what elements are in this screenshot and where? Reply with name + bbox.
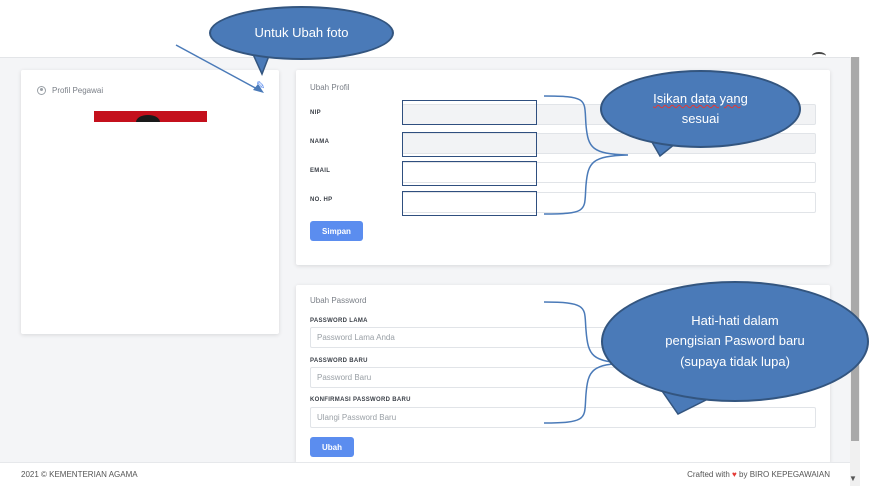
ubah-button[interactable]: Ubah <box>310 437 354 457</box>
password-lama-label: PASSWORD LAMA <box>310 318 368 324</box>
profile-form-title: Ubah Profil <box>310 83 350 92</box>
password-form-title: Ubah Password <box>310 296 367 305</box>
user-circle-icon <box>37 86 46 95</box>
profile-card-title: Profil Pegawai <box>52 86 104 95</box>
footer-credit-suffix: by BIRO KEPEGAWAIAN <box>739 470 830 479</box>
annotation-bubble-data: Isikan data yang sesuai <box>600 70 801 148</box>
annotation-box-no-hp <box>402 191 537 216</box>
scroll-down-arrow-icon[interactable]: ▼ <box>849 474 857 483</box>
annotation-box-nip <box>402 100 537 125</box>
annotation-password-text-line2: pengisian Pasword baru <box>665 333 805 349</box>
footer-credit: Crafted with ♥ by BIRO KEPEGAWAIAN <box>687 470 830 479</box>
annotation-data-text-line1: Isikan data yang <box>653 90 748 106</box>
profile-card: Profil Pegawai ✎ <box>21 70 279 334</box>
footer-copyright: 2021 © KEMENTERIAN AGAMA <box>21 470 138 479</box>
pencil-icon[interactable]: ✎ <box>256 80 266 92</box>
annotation-data-text-line2: sesuai <box>681 111 720 126</box>
annotation-bubble-photo: Untuk Ubah foto <box>209 6 394 60</box>
annotation-box-email <box>402 161 537 186</box>
footer-credit-prefix: Crafted with <box>687 470 730 479</box>
footer: 2021 © KEMENTERIAN AGAMA Crafted with ♥ … <box>0 462 850 486</box>
annotation-password-text-line1: Hati-hati dalam <box>691 313 779 329</box>
password-baru-label: PASSWORD BARU <box>310 358 368 364</box>
nama-label: NAMA <box>310 139 330 145</box>
simpan-button[interactable]: Simpan <box>310 221 363 241</box>
heart-icon: ♥ <box>732 470 737 479</box>
konfirmasi-password-input[interactable] <box>310 407 816 428</box>
header-divider <box>0 57 850 58</box>
annotation-bubble-password: Hati-hati dalam pengisian Pasword baru (… <box>601 281 869 402</box>
email-label: EMAIL <box>310 168 331 174</box>
nip-label: NIP <box>310 110 321 116</box>
annotation-photo-text: Untuk Ubah foto <box>254 24 349 40</box>
profile-photo <box>94 111 207 122</box>
konfirmasi-password-label: KONFIRMASI PASSWORD BARU <box>310 397 411 403</box>
scrollbar-thumb[interactable] <box>851 57 859 441</box>
no-hp-label: NO. HP <box>310 197 333 203</box>
annotation-box-nama <box>402 132 537 157</box>
header-avatar-edge <box>812 52 826 60</box>
annotation-password-text-line3: (supaya tidak lupa) <box>680 353 790 369</box>
